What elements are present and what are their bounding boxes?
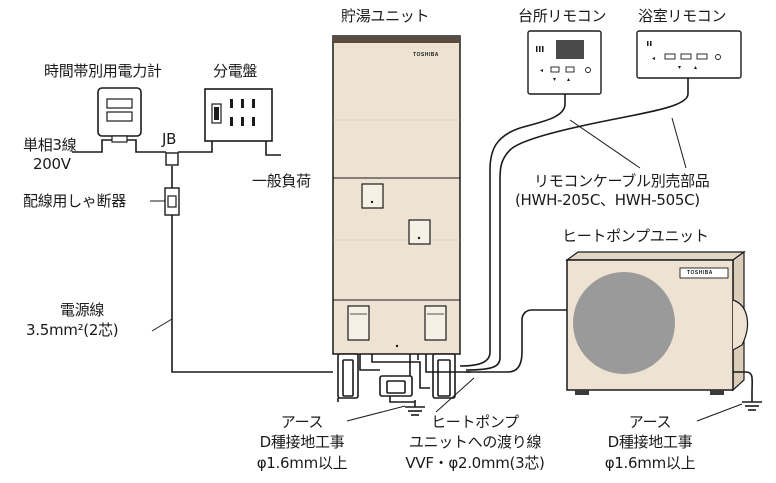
fan-icon — [573, 272, 675, 374]
tank-panel-1 — [361, 183, 384, 209]
ground-left-label-2: D種接地工事 — [259, 433, 345, 451]
ground-left-label-3: φ1.6mm以上 — [256, 454, 348, 472]
heat-pump-cable-label-3: VVF・φ2.0mm(3芯) — [405, 454, 545, 472]
remote-cable-label-1: リモコンケーブル別売部品 — [534, 172, 710, 190]
jb-label: JB — [162, 130, 177, 148]
ground-right-label-1: アース — [628, 413, 672, 431]
power-line-label-2: 3.5mm²(2芯) — [26, 321, 119, 339]
tank-legs — [337, 353, 456, 399]
panel-label: 分電盤 — [213, 62, 258, 80]
heat-pump-cable-label-1: ヒートポンプ — [431, 413, 519, 431]
breaker-label: 配線用しゃ断器 — [23, 192, 126, 210]
heat-pump-brand: TOSHIBA — [687, 270, 713, 276]
heat-pump-label: ヒートポンプユニット — [562, 227, 709, 245]
single-phase-label-1: 単相3線 — [23, 136, 77, 154]
tank-panel-2 — [408, 219, 431, 245]
heat-pump-unit — [565, 250, 749, 395]
tank-unit-label: 貯湯ユニット — [341, 7, 430, 25]
ground-symbol-icon — [742, 392, 762, 411]
tank-brand: TOSHIBA — [413, 52, 439, 58]
ground-right-label-3: φ1.6mm以上 — [604, 454, 696, 472]
svg-text:▴: ▴ — [694, 64, 697, 71]
meter-label: 時間帯別用電力計 — [44, 62, 162, 80]
ground-left-label-1: アース — [280, 413, 324, 431]
power-line-label-1: 電源線 — [60, 301, 105, 319]
kitchen-remote: ◂ ▾ ▴ — [527, 30, 602, 95]
distribution-board-icon — [204, 88, 273, 142]
bath-remote-label: 浴室リモコン — [638, 7, 727, 25]
ground-wiring — [337, 371, 754, 403]
remote-cables — [459, 78, 689, 371]
heat-pump-cable — [472, 309, 567, 373]
kitchen-remote-label: 台所リモコン — [518, 7, 607, 25]
svg-text:◂: ◂ — [652, 55, 655, 62]
electric-meter-icon — [97, 87, 142, 143]
power-wiring — [72, 139, 472, 373]
junction-box-icon — [165, 152, 179, 166]
bath-remote: ◂ ▾ ▴ — [636, 30, 742, 79]
svg-text:▾: ▾ — [553, 76, 556, 83]
ground-symbol-icon — [405, 400, 425, 416]
remote-cable-label-2: (HWH-205C、HWH-505C) — [515, 191, 700, 209]
general-load-label: 一般負荷 — [252, 172, 311, 190]
tank-panel-4 — [424, 305, 447, 341]
tank-panel-3 — [347, 305, 370, 341]
ground-right-label-2: D種接地工事 — [607, 433, 693, 451]
circuit-breaker-icon — [150, 187, 180, 216]
tank-pipes — [359, 354, 470, 389]
svg-text:▴: ▴ — [567, 76, 570, 83]
tank-unit — [332, 35, 470, 399]
svg-text:▾: ▾ — [678, 64, 681, 71]
single-phase-label-2: 200V — [33, 155, 71, 173]
svg-text:◂: ◂ — [540, 67, 543, 74]
heat-pump-cable-label-2: ユニットへの渡り線 — [408, 433, 542, 451]
